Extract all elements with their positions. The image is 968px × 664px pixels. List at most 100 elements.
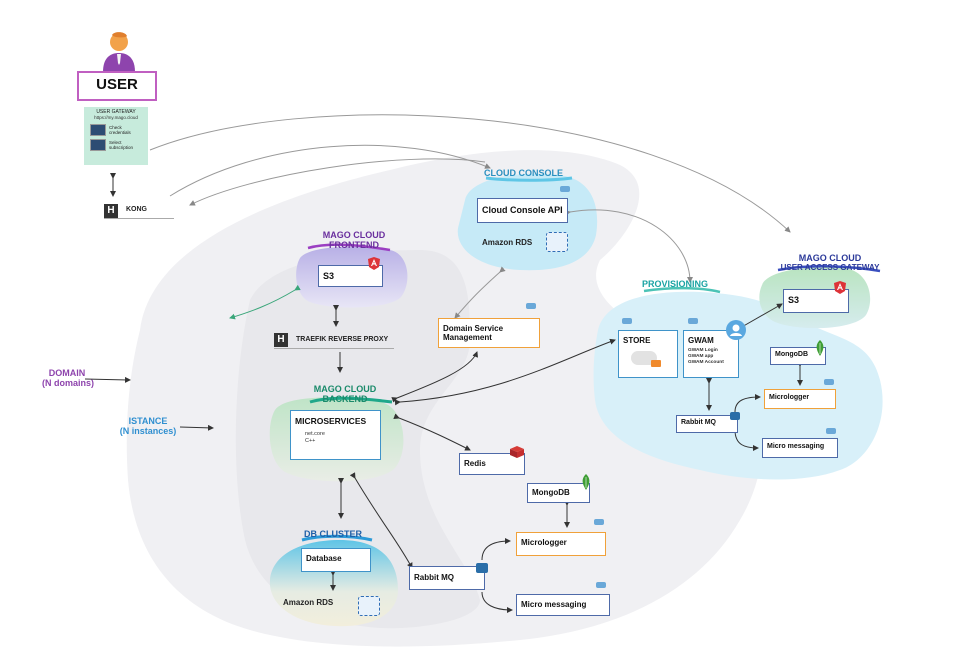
frontend-s3-box: S3: [318, 265, 383, 287]
dsm-box: Domain Service Management: [438, 318, 540, 348]
backend-redis-arrow: [393, 413, 471, 451]
micromessaging-box: Micro messaging: [516, 594, 610, 616]
console-api-label: Cloud Console API: [482, 205, 563, 215]
micrologger-label: Micrologger: [521, 538, 567, 547]
database-box: Database: [301, 548, 371, 572]
redis-box: Redis: [459, 453, 525, 475]
angular-icon: [368, 257, 380, 270]
gateway-uag-arrow: [149, 114, 791, 233]
user-avatar-icon: [100, 30, 138, 72]
mongodb-label: MongoDB: [532, 488, 570, 497]
gwam-user-icon: [726, 320, 746, 340]
gwam-account: GWAM Account: [688, 360, 724, 365]
docker-icon: [596, 582, 606, 588]
prov-rabbitmq-box: Rabbit MQ: [676, 415, 738, 433]
kong-console-arrow: [169, 144, 491, 197]
kong-logo-icon: H: [104, 204, 118, 218]
docker-icon: [824, 379, 834, 385]
traefik-logo-icon: H: [274, 333, 288, 347]
rabbit-micrologger-arrow: [481, 538, 511, 561]
frontend-s3-label: S3: [323, 271, 335, 281]
docker-icon: [622, 318, 632, 324]
prov-rabbitmq-label: Rabbit MQ: [681, 419, 716, 426]
store-label: STORE: [623, 336, 651, 345]
mongodb-leaf-icon: [814, 340, 826, 356]
mongodb-leaf-icon: [580, 474, 592, 490]
prov-rabbit-messaging-arrow: [734, 429, 759, 451]
prov-mongodb-label: MongoDB: [775, 351, 809, 358]
gwam-label: GWAM: [688, 336, 714, 345]
user-gateway-url: https://my.mago.cloud: [94, 115, 138, 120]
user-title-box: USER: [77, 71, 157, 101]
kong-label: KONG: [126, 206, 147, 213]
select-subscription-label: Select subscription: [109, 140, 134, 150]
frontend-brush: [307, 243, 391, 252]
gwam-uag-arrow: [734, 303, 783, 334]
backend-rabbit-arrow: [349, 472, 413, 569]
domain-arrow: [84, 376, 131, 383]
console-api-box: Cloud Console API: [477, 198, 568, 223]
console-title: CLOUD CONSOLE: [484, 168, 564, 178]
console-provisioning-arrow: [564, 209, 693, 283]
backend-brush: [309, 396, 393, 404]
store-box: STORE: [618, 330, 678, 378]
domain-line1: DOMAIN: [48, 368, 86, 378]
backend-title: MAGO CLOUD BACKEND: [305, 384, 385, 404]
istance-line2: (N instances): [119, 426, 177, 436]
kong-underline: [104, 218, 174, 219]
gwam-app: GWAM app: [688, 354, 714, 359]
user-gateway-title: USER GATEWAY: [96, 109, 136, 115]
uag-title-line1: MAGO CLOUD: [798, 253, 862, 263]
chat-icon: [730, 412, 740, 420]
traefik-label: TRAEFIK REVERSE PROXY: [296, 336, 389, 343]
frontend-title: MAGO CLOUD FRONTEND: [313, 230, 395, 250]
microservices-box: MICROSERVICES net.core C++: [290, 410, 381, 460]
backend-title-line1: MAGO CLOUD: [313, 384, 377, 394]
chat-icon: [476, 563, 488, 573]
rabbitmq-box: Rabbit MQ: [409, 566, 485, 590]
frontend-title-line1: MAGO CLOUD: [322, 230, 386, 240]
docker-icon: [826, 428, 836, 434]
db-rds-icon: [358, 596, 380, 616]
rabbitmq-label: Rabbit MQ: [414, 573, 454, 582]
angular-icon: [834, 281, 846, 294]
tech-cpp: C++: [305, 438, 316, 444]
credentials-icon: [90, 124, 106, 136]
uag-title-line2: USER ACCESS GATEWAY: [780, 263, 880, 272]
user-gateway-card: USER GATEWAY https://my.mago.cloud Check…: [84, 107, 148, 165]
db-rds-label: Amazon RDS: [283, 598, 334, 607]
domain-label: DOMAIN (N domains): [42, 368, 94, 388]
micrologger-box: Micrologger: [516, 532, 606, 556]
console-brush: [485, 176, 573, 182]
docker-icon: [594, 519, 604, 525]
console-rds-icon: [546, 232, 568, 252]
frontend-title-line2: FRONTEND: [329, 240, 379, 250]
prov-mongodb-box: MongoDB: [770, 347, 826, 365]
microservices-label: MICROSERVICES: [295, 416, 367, 426]
console-rds-label: Amazon RDS: [482, 238, 533, 247]
redis-icon: [510, 445, 524, 458]
uag-s3-label: S3: [788, 295, 800, 305]
prov-brush: [643, 286, 721, 294]
uag-s3-box: S3: [783, 289, 849, 313]
console-kong-arrow: [189, 158, 486, 206]
backend-title-line2: BACKEND: [322, 394, 368, 404]
store-cart-icon: [631, 351, 661, 367]
gwam-login: GWAM Login: [688, 348, 718, 353]
tech-net-core: net.core: [305, 431, 325, 437]
istance-arrow: [179, 424, 214, 431]
subscription-icon: [90, 139, 106, 151]
mongodb-box: MongoDB: [527, 483, 590, 503]
backend-store-arrow: [394, 338, 616, 406]
uag-title: MAGO CLOUD USER ACCESS GATEWAY: [776, 253, 884, 273]
prov-micromessaging-label: Micro messaging: [767, 443, 825, 450]
frontend-green-arrow: [229, 284, 301, 320]
rabbit-micromessaging-arrow: [481, 591, 513, 613]
prov-micromessaging-box: Micro messaging: [762, 438, 838, 458]
istance-line1: ISTANCE: [128, 416, 168, 426]
dsm-line1: Domain Service: [443, 324, 504, 333]
prov-micrologger-box: Micrologger: [764, 389, 836, 409]
micromessaging-label: Micro messaging: [521, 600, 587, 609]
provisioning-title: PROVISIONING: [642, 279, 709, 289]
prov-rabbit-logger-arrow: [734, 394, 761, 413]
